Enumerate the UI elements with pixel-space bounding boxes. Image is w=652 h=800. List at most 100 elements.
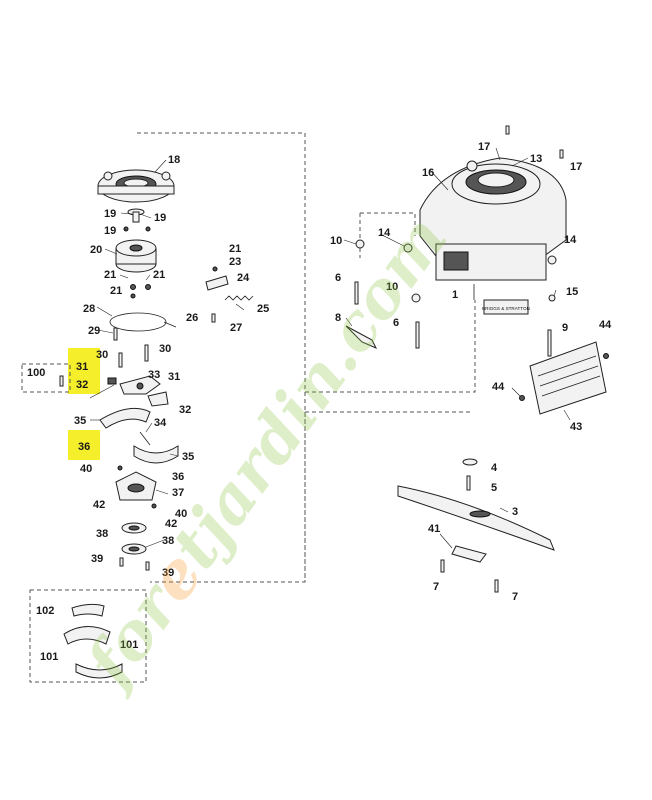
label-3: 3 <box>512 506 518 518</box>
label-42: 42 <box>165 518 177 530</box>
label-14: 14 <box>564 234 577 246</box>
blade-adapter-41 <box>440 545 499 593</box>
screws-17 <box>505 125 564 159</box>
label-33: 33 <box>148 369 160 381</box>
label-19: 19 <box>154 212 166 224</box>
label-29: 29 <box>88 325 100 337</box>
label-27: 27 <box>230 322 242 334</box>
label-101: 101 <box>40 651 58 663</box>
label-24: 24 <box>237 272 250 284</box>
label-41: 41 <box>428 523 440 535</box>
label-7: 7 <box>512 591 518 603</box>
brake-plate-37 <box>115 465 157 509</box>
label-30: 30 <box>159 343 171 355</box>
label-31: 31 <box>168 371 180 383</box>
cable-8 <box>345 325 378 349</box>
bolt-100 <box>59 375 64 387</box>
label-19: 19 <box>104 208 116 220</box>
label-37: 37 <box>172 487 184 499</box>
label-43: 43 <box>570 421 582 433</box>
brake-kit-101-102 <box>63 603 123 679</box>
label-15: 15 <box>566 286 578 298</box>
leader-lines <box>89 147 571 549</box>
brake-shoes-35 <box>99 407 179 464</box>
bolt-9 <box>547 329 552 357</box>
label-39: 39 <box>162 567 174 579</box>
callout-labels: 18 19 19 19 20 21 21 21 21 23 24 25 26 2… <box>27 141 612 663</box>
label-14: 14 <box>378 227 391 239</box>
kit-101-box <box>29 589 147 683</box>
label-36: 36 <box>78 441 90 453</box>
deflector-43-44 <box>519 341 609 415</box>
label-17: 17 <box>478 141 490 153</box>
label-25: 25 <box>257 303 269 315</box>
bolt-100-box <box>21 363 71 393</box>
nuts-21 <box>130 284 151 299</box>
flywheel-brake-18 <box>97 169 175 203</box>
engine-bolts-6 <box>354 281 420 349</box>
label-40: 40 <box>80 463 92 475</box>
engine-16: BRIGGS & STRATTON <box>419 157 567 315</box>
label-20: 20 <box>90 244 102 256</box>
label-21: 21 <box>110 285 122 297</box>
watermark-logo: foretjardin.com <box>70 202 462 702</box>
label-9: 9 <box>562 322 568 334</box>
label-32: 32 <box>179 404 191 416</box>
label-34: 34 <box>154 417 167 429</box>
label-4: 4 <box>491 462 498 474</box>
brake-lever-33 <box>107 375 169 407</box>
blade-3 <box>397 485 555 551</box>
label-30: 30 <box>96 349 108 361</box>
label-21: 21 <box>153 269 165 281</box>
label-7: 7 <box>433 581 439 593</box>
label-44: 44 <box>492 381 505 393</box>
label-10: 10 <box>386 281 398 293</box>
label-42: 42 <box>93 499 105 511</box>
label-44: 44 <box>599 319 612 331</box>
nuts-10-14-15 <box>355 239 557 303</box>
label-5: 5 <box>491 482 497 494</box>
label-8: 8 <box>335 312 341 324</box>
label-31: 31 <box>76 361 88 373</box>
label-21: 21 <box>229 243 241 255</box>
label-100: 100 <box>27 367 45 379</box>
bearings-38-42 <box>119 522 150 571</box>
highlight-36 <box>68 430 100 460</box>
engine-badge: BRIGGS & STRATTON <box>482 306 530 311</box>
label-39: 39 <box>91 553 103 565</box>
label-10: 10 <box>330 235 342 247</box>
label-6: 6 <box>335 272 341 284</box>
label-35: 35 <box>182 451 194 463</box>
label-38: 38 <box>162 535 174 547</box>
label-1: 1 <box>452 289 458 301</box>
label-36: 36 <box>172 471 184 483</box>
label-40: 40 <box>175 508 187 520</box>
label-26: 26 <box>186 312 198 324</box>
label-101: 101 <box>120 639 138 651</box>
label-35: 35 <box>74 415 86 427</box>
label-17: 17 <box>570 161 582 173</box>
label-16: 16 <box>422 167 434 179</box>
label-23: 23 <box>229 256 241 268</box>
label-28: 28 <box>83 303 95 315</box>
label-102: 102 <box>36 605 54 617</box>
label-32: 32 <box>76 379 88 391</box>
label-6: 6 <box>393 317 399 329</box>
brake-cable-28 <box>109 312 177 332</box>
label-19: 19 <box>104 225 116 237</box>
engine-group-box <box>304 210 476 393</box>
screws-19 <box>123 208 151 232</box>
pins-29-30 <box>113 327 149 368</box>
highlight-31-32 <box>68 348 100 394</box>
blade-group-box <box>304 411 470 582</box>
label-38: 38 <box>96 528 108 540</box>
blade-hub-4-5 <box>462 458 478 491</box>
bolt-10-box <box>359 212 416 258</box>
label-21: 21 <box>104 269 116 281</box>
spring-linkage-23-26 <box>205 266 254 323</box>
label-18: 18 <box>168 154 180 166</box>
label-13: 13 <box>530 153 542 165</box>
pulley-20 <box>115 239 157 273</box>
